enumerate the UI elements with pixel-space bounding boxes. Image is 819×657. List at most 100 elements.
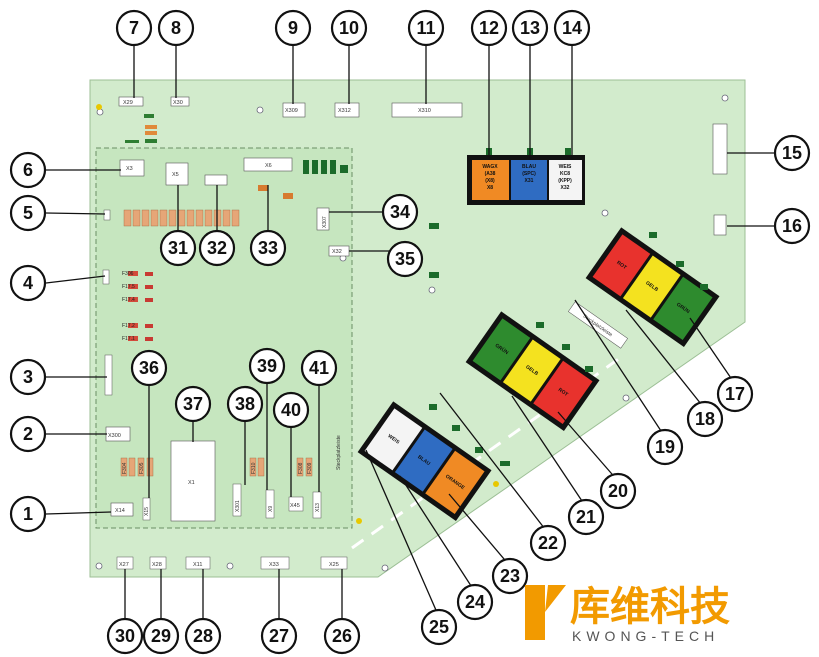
callout-number-12: 12: [479, 18, 499, 38]
callout-circle-14: [553, 9, 591, 47]
connector-x15-label: X15: [144, 507, 150, 516]
logo-english-text: KWONG-TECH: [572, 628, 719, 644]
callout-circle-28: [184, 617, 222, 655]
lower-slot-group: WEIS BLAU ORANGE: [357, 401, 492, 521]
callout-number-4: 4: [23, 273, 33, 293]
callout-circle-30: [106, 617, 144, 655]
callout-number-25: 25: [429, 617, 449, 637]
middle-slot-group: GRÜN GELB ROT: [465, 311, 600, 431]
callout-circle-11: [407, 9, 445, 47]
callout-34: 34: [381, 193, 419, 231]
top-block-orange-label: WAGX(A38(X8)X8: [482, 164, 498, 191]
callout-number-18: 18: [695, 409, 715, 429]
callout-18: 18: [686, 400, 724, 438]
callout-number-19: 19: [655, 437, 675, 457]
fuse-f17-1-label: F17.1: [122, 336, 135, 342]
fuse-f305-label: F305: [139, 462, 145, 474]
callout-circle-18: [686, 400, 724, 438]
callout-number-22: 22: [538, 533, 558, 553]
callout-number-16: 16: [782, 216, 802, 236]
callout-circle-3: [9, 358, 47, 396]
callout-number-39: 39: [257, 356, 277, 376]
fuse-f304-label: F304: [122, 462, 128, 474]
callout-number-13: 13: [520, 18, 540, 38]
callout-7: 7: [115, 9, 153, 47]
callout-circle-35: [386, 240, 424, 278]
callout-15: 15: [773, 134, 811, 172]
callout-circle-5: [9, 194, 47, 232]
callout-circle-8: [157, 9, 195, 47]
callout-39: 39: [248, 347, 286, 385]
callout-27: 27: [260, 617, 298, 655]
fuse-group-bottom-left: [120, 457, 154, 477]
connector-x309-label: X309: [285, 108, 298, 114]
connector-x5-label: X5: [172, 172, 179, 178]
connector-x301-label: X301: [235, 500, 241, 512]
callout-circle-1: [9, 495, 47, 533]
fuse-f17-5-label: F17.5: [122, 284, 135, 290]
connector-x3-label: X3: [126, 166, 133, 172]
callout-4: 4: [9, 264, 47, 302]
callout-circle-34: [381, 193, 419, 231]
connector-x32-label: X32: [332, 249, 342, 255]
fuse-f17-4-label: F17.4: [122, 297, 135, 303]
callout-number-6: 6: [23, 160, 33, 180]
fuse-f310-label: F310: [251, 462, 257, 474]
callout-number-2: 2: [23, 424, 33, 444]
callout-circle-20: [599, 472, 637, 510]
callout-8: 8: [157, 9, 195, 47]
callout-11: 11: [407, 9, 445, 47]
callout-circle-12: [470, 9, 508, 47]
callout-1: 1: [9, 495, 47, 533]
callout-3: 3: [9, 358, 47, 396]
callout-circle-37: [174, 385, 212, 423]
connector-x28-label: X28: [152, 562, 162, 568]
callout-number-36: 36: [139, 358, 159, 378]
callout-28: 28: [184, 617, 222, 655]
connector-x1-label: X1: [188, 480, 195, 486]
callout-6: 6: [9, 151, 47, 189]
callout-number-7: 7: [129, 18, 139, 38]
callout-circle-7: [115, 9, 153, 47]
callout-26: 26: [323, 617, 361, 655]
callout-number-24: 24: [465, 592, 485, 612]
callout-number-10: 10: [339, 18, 359, 38]
callout-number-29: 29: [151, 626, 171, 646]
callout-16: 16: [773, 207, 811, 245]
callout-21: 21: [567, 498, 605, 536]
mounting-holes: [95, 94, 729, 572]
top-block-blue-label: BLAU(SPC)X31: [522, 164, 536, 184]
callout-circle-38: [226, 385, 264, 423]
callout-23: 23: [491, 557, 529, 595]
callout-30: 30: [106, 617, 144, 655]
callout-circle-25: [420, 608, 458, 646]
logo-mark-icon: [525, 585, 545, 640]
callout-38: 38: [226, 385, 264, 423]
callout-circle-29: [142, 617, 180, 655]
callout-circle-16: [773, 207, 811, 245]
fuse-f17-2-label: F17.2: [122, 323, 135, 329]
callout-31: 31: [159, 229, 197, 267]
callout-29: 29: [142, 617, 180, 655]
callout-number-8: 8: [171, 18, 181, 38]
callout-number-32: 32: [207, 238, 227, 258]
callout-number-17: 17: [725, 384, 745, 404]
callout-19: 19: [646, 428, 684, 466]
callout-number-26: 26: [332, 626, 352, 646]
callout-number-3: 3: [23, 367, 33, 387]
callout-circle-41: [300, 349, 338, 387]
callout-circle-39: [248, 347, 286, 385]
logo-mark-slash-icon: [545, 585, 566, 612]
callout-number-11: 11: [416, 18, 435, 38]
callout-number-21: 21: [576, 507, 596, 527]
callout-circle-2: [9, 415, 47, 453]
callout-17: 17: [716, 375, 754, 413]
connector-x9-label: X9: [268, 506, 274, 512]
callout-number-28: 28: [193, 626, 213, 646]
kwong-tech-logo: 库维科技 KWONG-TECH: [525, 585, 730, 644]
callout-number-31: 31: [168, 238, 188, 258]
top-connector-block: [467, 148, 585, 205]
callout-32: 32: [198, 229, 236, 267]
